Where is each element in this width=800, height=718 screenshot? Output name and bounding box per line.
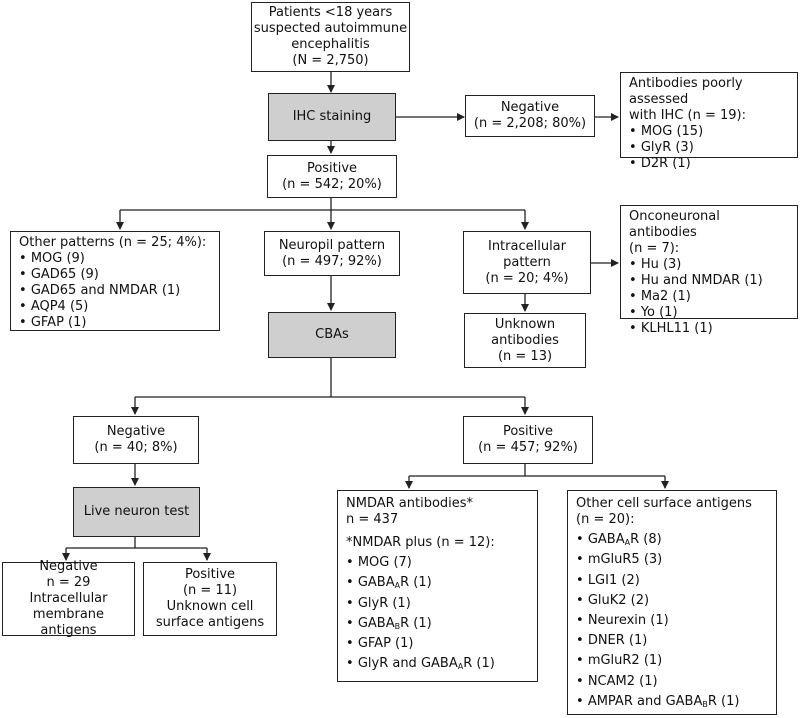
- onconeuronal-box: Onconeuronal antibodies (n = 7): Hu (3) …: [620, 205, 798, 336]
- poorly-assessed-title: Antibodies poorly assessed: [629, 76, 743, 107]
- list-item: GAD65 (9): [19, 267, 211, 283]
- intracellular-line: pattern: [503, 254, 551, 270]
- neuropil-line: Neuropil pattern: [278, 237, 386, 253]
- list-item: Hu and NMDAR (1): [629, 273, 789, 289]
- list-item: Hu (3): [629, 257, 789, 273]
- ihc-staining-box: IHC staining: [268, 93, 396, 141]
- root-patients-box: Patients <18 years suspected autoimmune …: [251, 2, 410, 72]
- root-line: encephalitis: [291, 37, 370, 52]
- list-item: GlyR (3): [629, 140, 789, 156]
- list-item: DNER (1): [576, 633, 768, 649]
- nmdar-count: n = 437: [346, 512, 399, 527]
- live-neuron-negative-box: Negative n = 29 Intracellular membrane a…: [2, 559, 135, 638]
- list-item: NCAM2 (1): [576, 674, 768, 690]
- other-surface-antigens-box: Other cell surface antigens (n = 20): GA…: [567, 490, 777, 715]
- ln-negative-line: n = 29: [46, 575, 91, 590]
- ln-positive-line: Unknown cell: [166, 599, 254, 614]
- list-item: Yo (1): [629, 305, 789, 321]
- root-line: Patients <18 years: [268, 5, 393, 20]
- list-item: GABAAR (1): [346, 575, 529, 591]
- poorly-assessed-title: with IHC (n = 19):: [629, 108, 746, 123]
- onconeuronal-title: (n = 7):: [629, 241, 680, 256]
- list-item: AQP4 (5): [19, 299, 211, 315]
- list-item: AMPAR and GABABR (1): [576, 694, 768, 710]
- other-surface-count: (n = 20):: [576, 512, 635, 527]
- cbas-box: CBAs: [268, 312, 396, 358]
- ihc-positive-box: Positive (n = 542; 20%): [267, 155, 397, 198]
- ln-positive-line: Positive: [184, 567, 236, 582]
- nmdar-plus-title: *NMDAR plus (n = 12):: [346, 535, 495, 550]
- cba-negative-line: Negative: [106, 424, 166, 439]
- list-item: GFAP (1): [19, 315, 211, 331]
- onconeuronal-title: Onconeuronal antibodies: [629, 209, 720, 240]
- ln-positive-line: (n = 11): [182, 583, 238, 598]
- other-surface-title: Other cell surface antigens: [576, 496, 752, 511]
- list-item: GABABR (1): [346, 616, 529, 632]
- cba-negative-box: Negative (n = 40; 8%): [73, 416, 199, 464]
- cbas-label: CBAs: [315, 327, 349, 342]
- list-item: Neurexin (1): [576, 613, 768, 629]
- list-item: GFAP (1): [346, 636, 529, 652]
- intracellular-line: Intracellular: [487, 238, 566, 254]
- nmdar-title: NMDAR antibodies*: [346, 496, 474, 511]
- unknown-line: Unknown: [494, 316, 556, 332]
- poorly-assessed-box: Antibodies poorly assessed with IHC (n =…: [620, 72, 798, 171]
- other-patterns-title: Other patterns (n = 25; 4%):: [19, 235, 207, 250]
- ln-negative-line: Intracellular: [29, 591, 108, 606]
- ihc-positive-line: Positive: [306, 160, 358, 176]
- list-item: MOG (15): [629, 124, 789, 140]
- root-line: suspected autoimmune: [253, 21, 408, 36]
- other-patterns-box: Other patterns (n = 25; 4%): MOG (9) GAD…: [10, 231, 220, 331]
- list-item: KLHL11 (1): [629, 321, 789, 337]
- neuropil-pattern-box: Neuropil pattern (n = 497; 92%): [264, 231, 400, 276]
- cba-positive-line: Positive: [502, 424, 554, 439]
- unknown-line: (n = 13): [497, 348, 553, 364]
- ihc-negative-line: (n = 2,208; 80%): [473, 116, 587, 131]
- list-item: GABAAR (8): [576, 532, 768, 548]
- live-neuron-positive-box: Positive (n = 11) Unknown cell surface a…: [143, 562, 277, 636]
- ln-positive-line: surface antigens: [155, 615, 265, 630]
- list-item: GlyR (1): [346, 596, 529, 612]
- live-neuron-label: Live neuron test: [83, 504, 190, 519]
- list-item: MOG (9): [19, 251, 211, 267]
- list-item: GluK2 (2): [576, 593, 768, 609]
- cba-positive-line: (n = 457; 92%): [478, 440, 578, 455]
- nmdar-antibodies-box: NMDAR antibodies* n = 437 *NMDAR plus (n…: [337, 490, 538, 682]
- ihc-negative-box: Negative (n = 2,208; 80%): [465, 95, 595, 137]
- intracellular-pattern-box: Intracellular pattern (n = 20; 4%): [463, 231, 591, 294]
- ihc-label: IHC staining: [292, 109, 372, 124]
- ln-negative-line: membrane antigens: [32, 607, 105, 638]
- root-line: (N = 2,750): [292, 53, 369, 68]
- cba-positive-box: Positive (n = 457; 92%): [463, 416, 593, 464]
- list-item: D2R (1): [629, 156, 789, 172]
- list-item: Ma2 (1): [629, 289, 789, 305]
- unknown-antibodies-box: Unknown antibodies (n = 13): [464, 313, 586, 368]
- list-item: mGluR2 (1): [576, 653, 768, 669]
- neuropil-line: (n = 497; 92%): [282, 253, 382, 269]
- unknown-line: antibodies: [491, 332, 559, 348]
- intracellular-line: (n = 20; 4%): [485, 270, 569, 286]
- ln-negative-line: Negative: [39, 559, 98, 574]
- ihc-negative-line: Negative: [500, 100, 560, 115]
- list-item: mGluR5 (3): [576, 552, 768, 568]
- cba-negative-line: (n = 40; 8%): [94, 440, 178, 455]
- list-item: MOG (7): [346, 555, 529, 571]
- list-item: GlyR and GABAAR (1): [346, 656, 529, 672]
- list-item: LGI1 (2): [576, 573, 768, 589]
- list-item: GAD65 and NMDAR (1): [19, 283, 211, 299]
- ihc-positive-line: (n = 542; 20%): [282, 176, 382, 192]
- live-neuron-test-box: Live neuron test: [73, 487, 200, 537]
